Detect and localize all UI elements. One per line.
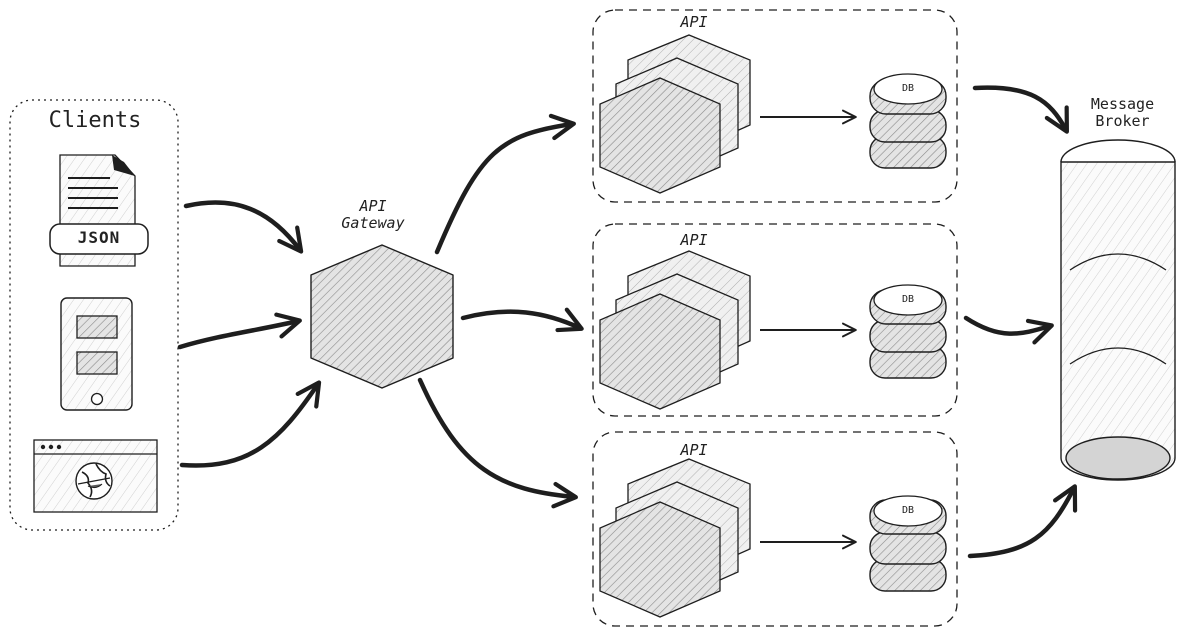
arrow-service-3-to-broker — [967, 484, 1078, 559]
json-label: JSON — [77, 228, 121, 247]
clients-title: Clients — [48, 108, 142, 133]
arrow-gateway-to-service-2 — [460, 307, 584, 333]
arrow-gateway-to-service-1 — [434, 113, 576, 255]
service-group-3 — [592, 431, 958, 627]
api-title-2: API — [680, 231, 708, 249]
api-title-1: API — [680, 13, 708, 31]
db-icon — [869, 495, 947, 592]
browser-icon — [33, 439, 158, 513]
clients-container — [9, 99, 179, 531]
arrow-gateway-to-service-3 — [417, 377, 578, 509]
document-icon — [49, 154, 149, 267]
arrow-tablet-to-gateway — [177, 312, 302, 350]
gateway-hexagon — [310, 244, 454, 389]
db-label-1: DB — [901, 83, 915, 94]
arrow-json-to-gateway — [183, 200, 304, 254]
service-group-2 — [592, 223, 958, 417]
broker-label: Message Broker — [1090, 95, 1155, 131]
arrow-browser-to-gateway — [179, 380, 322, 468]
db-icon — [869, 284, 947, 379]
db-label-3: DB — [901, 505, 915, 516]
tablet-icon — [60, 297, 133, 411]
message-broker-cylinder — [1060, 139, 1176, 481]
gateway-label: API Gateway — [341, 197, 405, 233]
db-label-2: DB — [901, 294, 915, 305]
db-icon — [869, 73, 947, 169]
api-title-3: API — [680, 441, 708, 459]
arrow-service-2-to-broker — [963, 315, 1054, 345]
arrow-service-1-to-broker — [972, 85, 1069, 134]
service-group-1 — [592, 9, 958, 203]
